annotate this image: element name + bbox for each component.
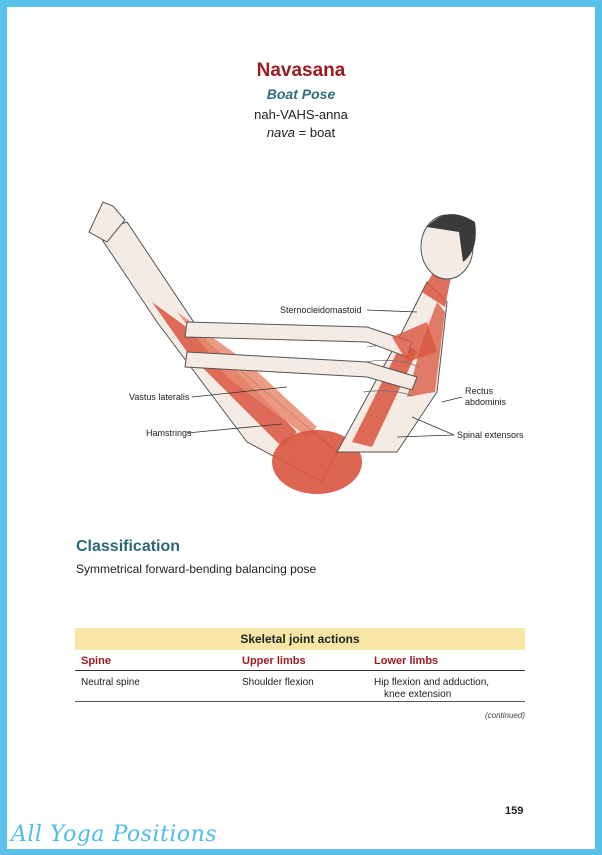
anatomy-illustration: Sternocleidomastoid Vastus lateralis Ham… <box>67 192 547 517</box>
table-header: Spine Upper limbs Lower limbs <box>75 650 525 671</box>
deltoid-muscle <box>392 322 437 362</box>
vastus-muscle <box>177 312 317 437</box>
joint-actions-table: Skeletal joint actions Spine Upper limbs… <box>75 628 525 720</box>
meaning-term: nava <box>266 125 296 140</box>
label-hamstrings: Hamstrings <box>146 428 192 438</box>
watermark-logo: All Yoga Positions <box>11 822 218 847</box>
label-vastus-lateralis: Vastus lateralis <box>129 392 190 402</box>
rectus-abdominis-muscle <box>352 342 417 447</box>
leader-lines <box>186 309 463 438</box>
label-rectus-1: Rectus <box>465 386 494 396</box>
cell-lower-limbs-2: knee extension <box>384 689 452 700</box>
boat-pose-figure <box>88 201 476 494</box>
meaning: nava = boat <box>7 125 595 140</box>
feet <box>88 201 126 243</box>
label-spinal-extensors: Spinal extensors <box>457 430 524 440</box>
lower-arm <box>184 351 418 391</box>
col-lower-limbs: Lower limbs <box>374 655 439 667</box>
hamstring-muscle <box>152 302 297 447</box>
book-page: Navasana Boat Pose nah-VAHS-anna nava = … <box>7 7 595 849</box>
page-number: 159 <box>505 805 524 817</box>
col-spine: Spine <box>81 655 111 667</box>
table-row: Neutral spine Shoulder flexion Hip flexi… <box>75 671 525 702</box>
cell-lower-limbs-1: Hip flexion and adduction, <box>374 677 490 688</box>
hair <box>427 214 476 262</box>
cell-upper-limbs: Shoulder flexion <box>242 677 314 688</box>
gluteal-muscle <box>272 430 362 494</box>
pose-subtitle: Boat Pose <box>266 86 336 102</box>
pose-title: Navasana <box>256 60 346 81</box>
meaning-rest: = boat <box>295 125 336 140</box>
col-upper-limbs: Upper limbs <box>242 655 306 667</box>
label-rectus-2: abdominis <box>465 397 507 407</box>
cell-spine: Neutral spine <box>81 677 140 688</box>
label-sternocleidomastoid: Sternocleidomastoid <box>280 305 362 315</box>
continued-note: (continued) <box>484 711 525 720</box>
classification-heading: Classification <box>76 538 181 555</box>
classification-text: Symmetrical forward-bending balancing po… <box>76 562 317 576</box>
pronunciation: nah-VAHS-anna <box>254 107 348 122</box>
table-title: Skeletal joint actions <box>75 628 525 650</box>
